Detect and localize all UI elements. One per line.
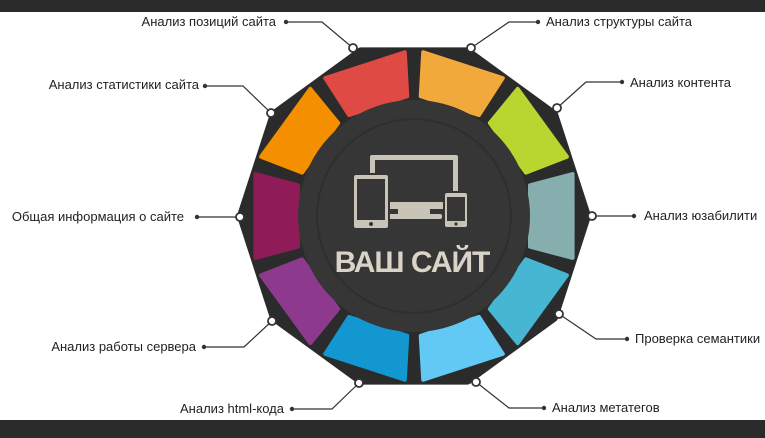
segment-label-0: Анализ структуры сайта	[546, 14, 693, 29]
segment-2	[528, 172, 575, 260]
segment-3	[487, 257, 569, 346]
segment-6	[259, 257, 341, 346]
callout-dot-9	[283, 19, 289, 25]
callout-line-4	[475, 381, 544, 409]
segment-label-9: Анализ позиций сайта	[142, 14, 277, 29]
callout-ring-3	[554, 309, 564, 319]
segment-4	[418, 314, 505, 382]
callout-dot-5	[289, 406, 295, 412]
callout-dot-3	[624, 336, 630, 342]
segment-label-4: Анализ метатегов	[552, 400, 660, 415]
segment-8	[259, 86, 341, 175]
callout-line-3	[558, 313, 627, 340]
segment-label-7: Общая информация о сайте	[12, 209, 184, 224]
center-hub-ring	[316, 118, 512, 314]
segment-5	[323, 314, 410, 382]
callout-ring-4	[471, 377, 481, 387]
bottom-dark-bar	[0, 420, 765, 438]
callout-dot-1	[619, 79, 625, 85]
callout-ring-6	[267, 316, 277, 326]
callout-ring-8	[266, 108, 276, 118]
segment-label-2: Анализ юзабилити	[644, 208, 757, 223]
segment-label-8: Анализ статистики сайта	[49, 77, 200, 92]
callout-dot-6	[201, 344, 207, 350]
segment-label-1: Анализ контента	[630, 75, 732, 90]
callout-line-9	[286, 21, 354, 49]
callout-dot-7	[194, 214, 200, 220]
callout-ring-5	[354, 378, 364, 388]
callout-line-6	[204, 320, 273, 348]
callout-line-1	[556, 81, 622, 109]
callout-ring-1	[552, 103, 562, 113]
callout-dot-2	[631, 213, 637, 219]
segment-1	[487, 86, 569, 175]
callout-ring-7	[235, 212, 245, 222]
segment-0	[418, 50, 505, 118]
callout-ring-2	[587, 211, 597, 221]
segment-7	[253, 172, 300, 260]
callout-line-8	[205, 85, 272, 114]
top-dark-bar	[0, 0, 765, 12]
callout-ring-9	[348, 43, 358, 53]
segment-label-3: Проверка семантики	[635, 331, 760, 346]
callout-dot-4	[541, 405, 547, 411]
segment-label-6: Анализ работы сервера	[51, 339, 196, 354]
callout-ring-0	[466, 43, 476, 53]
devices-icon	[352, 155, 469, 230]
callout-line-5	[292, 382, 360, 410]
segments-group	[253, 50, 575, 382]
callout-dot-8	[202, 83, 208, 89]
segment-9	[323, 50, 410, 118]
segment-label-5: Анализ html-кода	[180, 401, 285, 416]
callout-line-0	[470, 21, 538, 49]
callout-dot-0	[535, 19, 541, 25]
center-title: ВАШ САЙТ	[335, 245, 490, 279]
